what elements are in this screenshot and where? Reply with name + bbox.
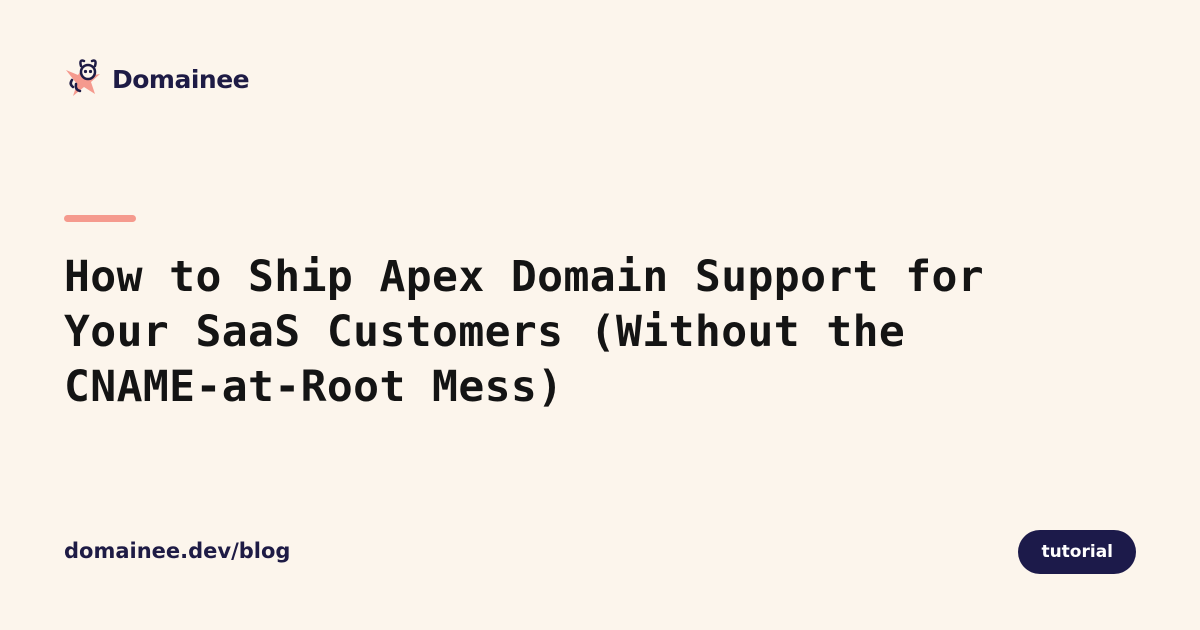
domainee-mascot-icon [66,59,100,96]
headline-line: CNAME-at-Root Mess) [64,362,564,412]
brand-name: Domainee [112,64,250,94]
category-tag-badge: tutorial [1018,530,1136,574]
headline-line: Your SaaS Customers (Without the [64,307,906,357]
accent-bar [64,215,136,222]
article-headline: How to Ship Apex Domain Support for Your… [64,250,1144,415]
blog-url: domainee.dev/blog [64,539,291,563]
brand-logo: Domainee [64,54,250,102]
headline-line: How to Ship Apex Domain Support for [64,252,985,302]
